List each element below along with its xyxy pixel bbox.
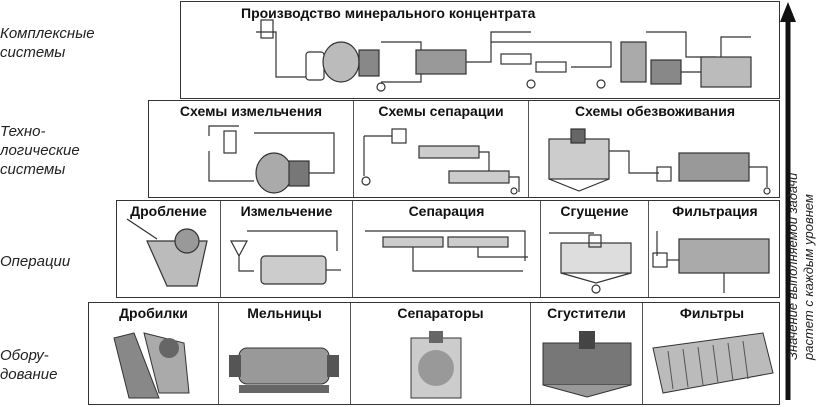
op-cell-filtration: Фильтрация [649, 201, 781, 297]
level-label-tech-line3: системы [0, 161, 66, 178]
level-label-equip-line2: дование [0, 366, 58, 383]
mill-equipment-image [229, 347, 339, 393]
value-axis-label: Значение выполняемой задачи растет с каж… [783, 0, 821, 407]
dewatering-scheme-diagram [548, 128, 771, 195]
level-label-ops-line1: Операции [0, 253, 71, 270]
tech-cell-separation: Схемы сепарации [354, 101, 529, 197]
crusher-equipment-image [113, 332, 190, 399]
separator-equipment-image [410, 331, 462, 399]
op-grinding-title: Измельчение [240, 203, 333, 219]
op-crushing-title: Дробление [130, 203, 207, 219]
thickening-operation-diagram [549, 232, 632, 294]
equip-thickeners-title: Сгустители [547, 305, 626, 321]
tech-systems-row: Схемы измельчения Схемы сепарации [148, 100, 780, 198]
equip-cell-mills: Мельницы [219, 303, 351, 404]
level-label-complex: Комплексные системы [0, 24, 95, 62]
separation-scheme-diagram [361, 128, 520, 195]
thickener-equipment-image [542, 331, 632, 398]
equip-filters-title: Фильтры [679, 305, 745, 321]
op-cell-thickening: Сгущение [541, 201, 649, 297]
equip-separators-title: Сепараторы [397, 305, 484, 321]
level-label-complex-line2: системы [0, 44, 66, 61]
axis-label-line2: растет с каждым уровнем [801, 194, 816, 360]
grinding-scheme-diagram [208, 125, 335, 194]
filter-equipment-image [652, 332, 774, 394]
complex-box-title: Производство минерального концентрата [241, 5, 536, 21]
op-filtration-title: Фильтрация [672, 203, 758, 219]
equip-crushers-title: Дробилки [119, 305, 188, 321]
operations-row: Дробление Измельчение Сепарация [116, 200, 780, 298]
op-cell-separation: Сепарация [353, 201, 541, 297]
complex-flowsheet-diagram [256, 19, 752, 92]
level-label-tech-line1: Техно- [0, 123, 46, 140]
equip-mills-title: Мельницы [247, 305, 322, 321]
level-label-tech: Техно- логические системы [0, 122, 92, 179]
complex-systems-box: Производство минерального концентрата [180, 1, 780, 99]
equip-cell-filters: Фильтры [643, 303, 781, 404]
equip-cell-thickeners: Сгустители [531, 303, 643, 404]
op-cell-crushing: Дробление [117, 201, 221, 297]
tech-cell-grinding: Схемы измельчения [149, 101, 354, 197]
filtration-operation-diagram [652, 231, 770, 293]
equip-cell-separators: Сепараторы [351, 303, 531, 404]
level-label-ops: Операции [0, 252, 92, 271]
equip-cell-crushers: Дробилки [89, 303, 219, 404]
op-separation-title: Сепарация [408, 203, 485, 219]
level-label-complex-line1: Комплексные [0, 25, 95, 42]
crushing-operation-diagram [126, 218, 208, 287]
level-label-equip-line1: Обору- [0, 347, 49, 364]
tech-cell-dewatering: Схемы обезвоживания [529, 101, 781, 197]
separation-operation-diagram [365, 230, 528, 272]
grinding-operation-diagram [230, 230, 341, 285]
axis-label-line1: Значение выполняемой задачи [785, 172, 800, 360]
equipment-row: Дробилки Мельницы Сепараторы Сгустители [88, 302, 780, 405]
op-thickening-title: Сгущение [560, 203, 629, 219]
level-label-tech-line2: логические [0, 142, 80, 159]
tech-grinding-title: Схемы измельчения [179, 103, 323, 119]
level-label-equip: Обору- дование [0, 346, 92, 384]
tech-separation-title: Схемы сепарации [378, 103, 504, 119]
tech-dewatering-title: Схемы обезвоживания [574, 103, 736, 119]
op-cell-grinding: Измельчение [221, 201, 353, 297]
